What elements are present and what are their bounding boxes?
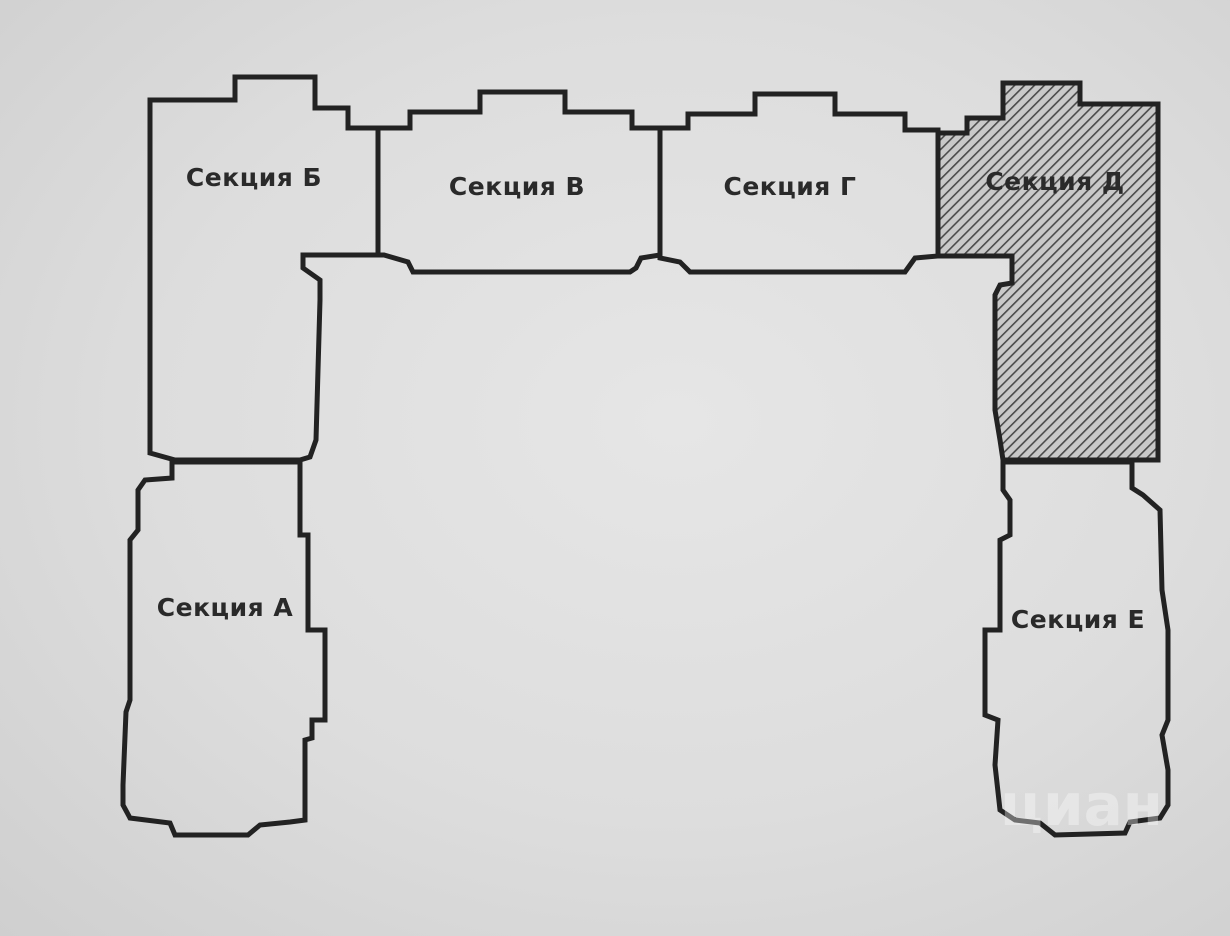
section-g-outline	[657, 91, 941, 275]
section-g-label: Секция Г	[723, 172, 856, 201]
section-e-outline	[982, 459, 1171, 838]
section-e-label: Секция Е	[1011, 605, 1145, 634]
section-d-label: Секция Д	[985, 167, 1124, 196]
section-b-label: Секция Б	[186, 163, 322, 192]
section-d-outline	[935, 80, 1161, 463]
section-b-outline	[147, 74, 381, 463]
section-v-label: Секция В	[449, 172, 585, 201]
section-a-outline	[120, 459, 328, 838]
section-a-label: Секция А	[157, 593, 294, 622]
watermark: циан	[1000, 771, 1163, 839]
section-d-hatch	[938, 83, 1158, 460]
